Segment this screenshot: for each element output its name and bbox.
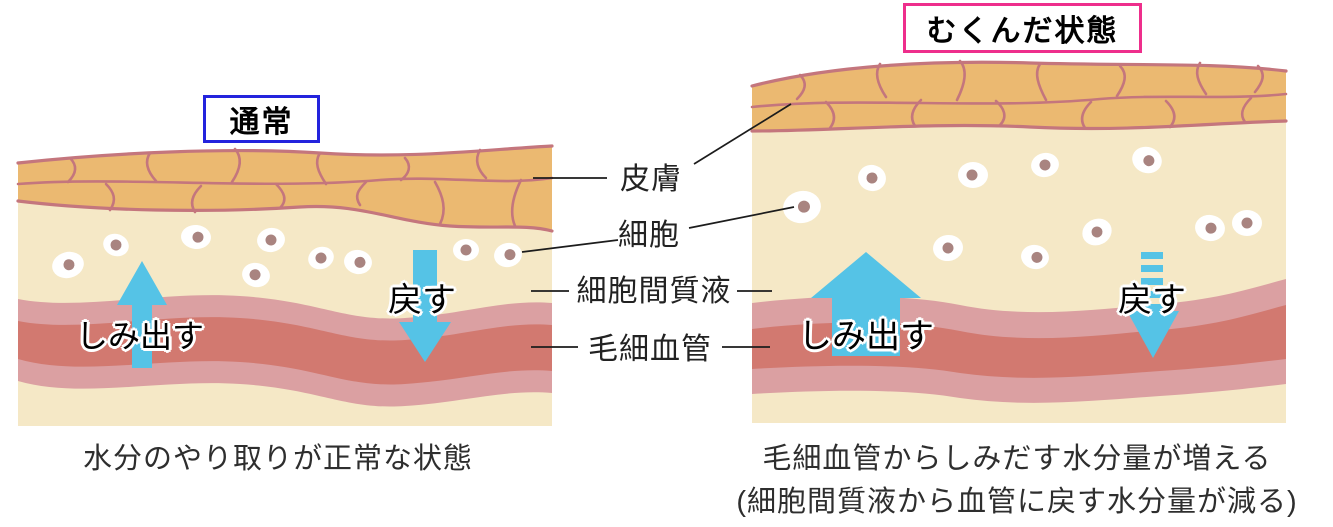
leader-lines <box>521 103 795 348</box>
cell <box>1082 218 1112 246</box>
normal-caption: 水分のやり取りが正常な状態 <box>82 443 474 475</box>
normal-state-label: 通常 <box>229 106 294 139</box>
cell <box>103 233 129 257</box>
seep-out-arrow-swollen <box>811 252 921 356</box>
swollen-state-label: むくんだ状態 <box>926 15 1119 48</box>
return-label-right: 戻す <box>1118 281 1186 320</box>
cell <box>933 234 963 262</box>
interstitial-cells-normal <box>52 224 522 288</box>
swollen-state-label-box: むくんだ状態 <box>903 3 1142 53</box>
skin-bottom-edge <box>750 119 1288 133</box>
cell <box>52 251 84 279</box>
cell <box>257 227 285 253</box>
normal-panel-illustration <box>16 144 554 426</box>
seep-out-label-right: しみ出す <box>798 317 934 356</box>
skin-top-edge <box>750 60 1288 88</box>
skin-label: 皮膚 <box>620 163 682 196</box>
cell <box>242 262 270 288</box>
return-arrow-normal <box>399 250 451 362</box>
cell-label: 細胞 <box>618 219 680 252</box>
cell <box>783 190 821 224</box>
interstitial-fluid-label: 細胞間質液 <box>576 275 732 308</box>
normal-state-label-box: 通常 <box>203 95 320 143</box>
cell <box>1021 244 1049 270</box>
cell <box>344 249 372 275</box>
skin-cell-pattern <box>750 59 1288 130</box>
swollen-caption: 毛細血管からしみだす水分量が増える (細胞間質液から血管に戻す水分量が減る) <box>736 438 1297 524</box>
leader-line-cell-right <box>688 206 795 229</box>
swollen-caption-line2: (細胞間質液から血管に戻す水分量が減る) <box>736 486 1298 518</box>
skin-layer <box>752 62 1286 131</box>
swollen-panel-illustration <box>750 59 1288 424</box>
leader-line-cell-left <box>521 239 619 253</box>
return-label-left: 戻す <box>388 281 456 320</box>
cell <box>1132 146 1162 174</box>
capillary-label: 毛細血管 <box>588 333 712 366</box>
skin-cell-pattern <box>16 147 554 228</box>
cell <box>308 246 334 270</box>
interstitial-cells-swollen <box>783 146 1262 270</box>
seep-out-arrow-normal <box>117 261 167 368</box>
swollen-caption-line1: 毛細血管からしみだす水分量が増える <box>762 443 1272 475</box>
cell <box>858 164 886 192</box>
skin-bottom-edge <box>16 199 554 233</box>
cell <box>1232 210 1262 236</box>
cell <box>958 162 988 188</box>
cell <box>181 224 211 250</box>
cell <box>494 242 522 268</box>
return-arrow-dashed-swollen <box>1127 252 1179 358</box>
cell <box>1031 152 1059 178</box>
cell <box>453 239 479 261</box>
leader-line-skin-right <box>693 103 792 165</box>
cell <box>1195 214 1225 242</box>
seep-out-label-left: しみ出す <box>75 318 205 354</box>
